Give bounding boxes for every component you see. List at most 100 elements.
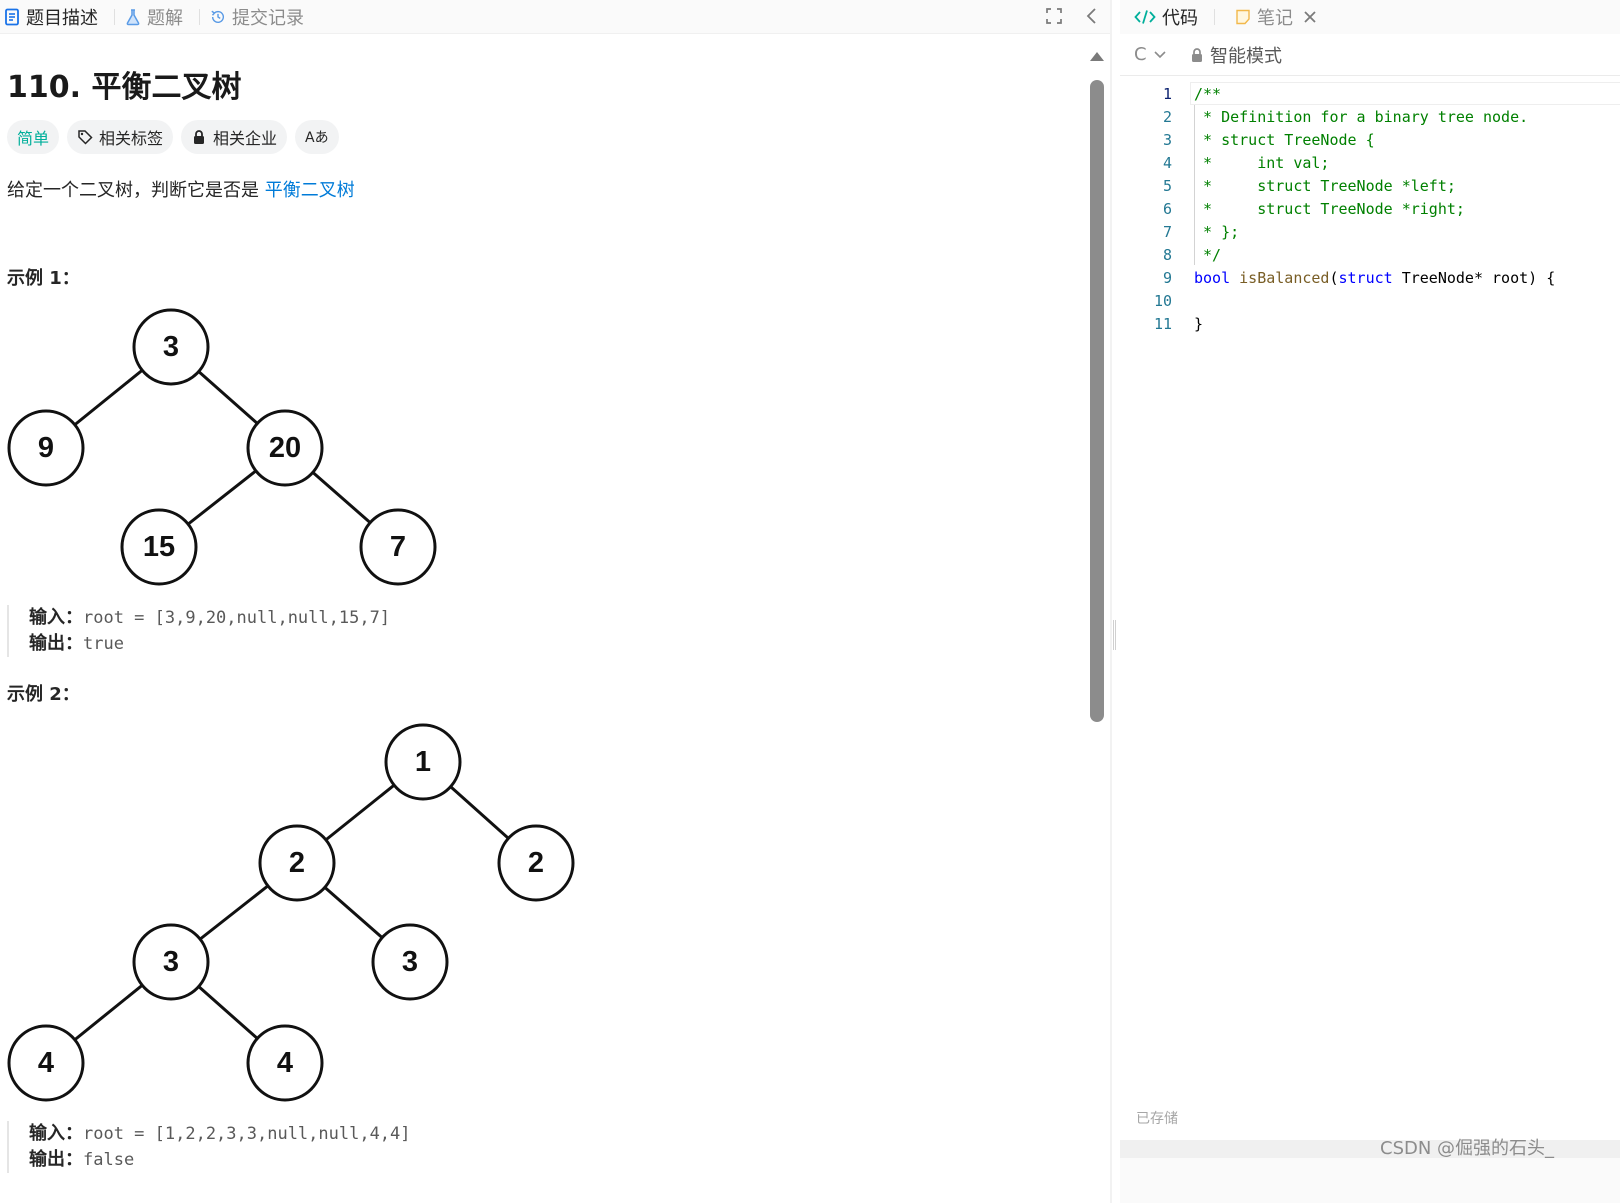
code-line[interactable]: 1 /** xyxy=(1120,82,1620,105)
related-tags-label: 相关标签 xyxy=(99,129,164,148)
balanced-tree-link[interactable]: 平衡二叉树 xyxy=(264,180,355,201)
translate-icon: Aあ xyxy=(305,130,329,146)
code-tabbar: 代码 笔记 xyxy=(1120,0,1620,34)
code-token: * }; xyxy=(1194,222,1240,241)
scrollbar-thumb[interactable] xyxy=(1090,80,1104,722)
tree-node-label: 1 xyxy=(415,746,431,778)
code-token: /** xyxy=(1194,84,1222,103)
smart-mode-label: 智能模式 xyxy=(1210,45,1282,67)
code-line[interactable]: 5 * struct TreeNode *left; xyxy=(1120,174,1620,197)
tree-node xyxy=(7,1024,85,1102)
line-number: 10 xyxy=(1153,291,1172,310)
problem-description: 给定一个二叉树，判断它是否是 平衡二叉树 xyxy=(7,176,355,202)
code-text: /** xyxy=(1194,85,1221,103)
code-line[interactable]: 8 */ xyxy=(1120,243,1620,266)
problem-tabbar: 题目描述 题解 提交记录 xyxy=(0,0,1112,34)
tree-node xyxy=(371,923,449,1001)
input-value: root = [1,2,2,3,3,null,null,4,4] xyxy=(83,1124,411,1144)
example-2-title: 示例 2： xyxy=(7,684,80,705)
panel-divider xyxy=(1110,0,1112,1203)
code-line[interactable]: 7 * }; xyxy=(1120,220,1620,243)
language-select[interactable]: C xyxy=(1120,44,1190,65)
code-text: * struct TreeNode { xyxy=(1194,131,1375,149)
tab-divider xyxy=(114,8,115,25)
flask-icon xyxy=(126,8,140,25)
language-value: C xyxy=(1134,44,1147,65)
code-line[interactable]: 9 bool isBalanced(struct TreeNode* root) … xyxy=(1120,266,1620,289)
example-2-io: 输入：root = [1,2,2,3,3,null,null,4,4] 输出：f… xyxy=(7,1121,411,1173)
problem-tags: 简单 相关标签 相关企业 Aあ xyxy=(7,120,339,154)
code-line[interactable]: 4 * int val; xyxy=(1120,151,1620,174)
code-text: } xyxy=(1194,315,1203,333)
scroll-up-arrow-icon[interactable] xyxy=(1089,50,1105,62)
tree-node-label: 20 xyxy=(269,432,301,464)
indent-guide xyxy=(1194,105,1195,265)
close-icon[interactable] xyxy=(1303,10,1317,24)
code-editor[interactable]: 1 /** 2 * Definition for a binary tree nod… xyxy=(1120,82,1620,335)
related-companies-button[interactable]: 相关企业 xyxy=(181,120,288,154)
history-icon xyxy=(211,10,225,23)
smart-mode-toggle[interactable]: 智能模式 xyxy=(1190,42,1282,68)
console-panel xyxy=(1120,1158,1620,1203)
tab-divider xyxy=(199,8,200,25)
tree-node-label: 3 xyxy=(402,946,418,978)
panel-resize-handle[interactable] xyxy=(1113,620,1116,650)
output-value: true xyxy=(83,634,124,654)
editor-toolbar: C 智能模式 xyxy=(1120,34,1620,76)
tree-node-label: 2 xyxy=(289,847,305,879)
code-line[interactable]: 10 xyxy=(1120,289,1620,312)
fullscreen-icon[interactable] xyxy=(1044,6,1064,26)
tree-node xyxy=(120,508,198,586)
tab-solutions[interactable]: 题解 xyxy=(121,0,193,34)
code-text: * Definition for a binary tree node. xyxy=(1194,108,1528,126)
code-token: * struct TreeNode { xyxy=(1194,130,1375,149)
output-label: 输出： xyxy=(29,633,83,654)
code-panel: 代码 笔记 C xyxy=(1120,0,1620,1203)
tag-icon xyxy=(78,130,93,145)
related-tags-button[interactable]: 相关标签 xyxy=(67,120,174,154)
tree-node xyxy=(132,923,210,1001)
example-1-title: 示例 1： xyxy=(7,268,80,289)
tab-submissions[interactable]: 提交记录 xyxy=(206,0,314,34)
watermark: CSDN @倔强的石头_ xyxy=(1380,1138,1555,1159)
code-line[interactable]: 3 * struct TreeNode { xyxy=(1120,128,1620,151)
code-line[interactable]: 2 * Definition for a binary tree node. xyxy=(1120,105,1620,128)
code-token: * struct TreeNode *left; xyxy=(1194,176,1456,195)
example-2-tree-image: 1 2 2 3 3 4 4 xyxy=(7,723,575,1102)
code-token: * struct TreeNode *right; xyxy=(1194,199,1465,218)
code-token: isBalanced xyxy=(1239,268,1330,287)
code-line[interactable]: 6 * struct TreeNode *right; xyxy=(1120,197,1620,220)
tree-node xyxy=(132,308,210,386)
collapse-left-icon[interactable] xyxy=(1082,6,1102,26)
translate-button[interactable]: Aあ xyxy=(295,120,339,154)
code-token: * Definition for a binary tree node. xyxy=(1194,107,1529,126)
line-number: 1 xyxy=(1162,84,1172,103)
tree-node-label: 7 xyxy=(390,531,406,563)
tab-code[interactable]: 代码 xyxy=(1120,0,1208,34)
line-number: 7 xyxy=(1162,222,1172,241)
example-1-io: 输入：root = [3,9,20,null,null,15,7] 输出：tru… xyxy=(7,605,390,657)
tab-code-label: 代码 xyxy=(1162,8,1198,29)
code-token: } xyxy=(1194,314,1204,333)
tree-node-label: 4 xyxy=(277,1047,293,1079)
tree-node-label: 2 xyxy=(528,847,544,879)
code-line[interactable]: 11} xyxy=(1120,312,1620,335)
code-token: */ xyxy=(1194,245,1222,264)
line-number: 5 xyxy=(1162,176,1172,195)
code-text: * int val; xyxy=(1194,154,1329,172)
tab-notes[interactable]: 笔记 xyxy=(1221,0,1327,34)
tree-node-label: 15 xyxy=(143,531,175,563)
output-label: 输出： xyxy=(29,1149,83,1170)
input-value: root = [3,9,20,null,null,15,7] xyxy=(83,608,391,628)
example-1-tree-image: 3 9 20 15 7 xyxy=(7,308,437,586)
line-number: 3 xyxy=(1162,130,1172,149)
lock-icon xyxy=(194,130,205,144)
difficulty-badge: 简单 xyxy=(7,120,60,154)
code-text: * struct TreeNode *right; xyxy=(1194,200,1465,218)
code-text: * struct TreeNode *left; xyxy=(1194,177,1456,195)
code-token: bool xyxy=(1194,268,1231,287)
tab-description[interactable]: 题目描述 xyxy=(0,0,108,34)
code-text: bool isBalanced(struct TreeNode* root) { xyxy=(1194,269,1555,287)
line-number: 9 xyxy=(1162,268,1172,287)
